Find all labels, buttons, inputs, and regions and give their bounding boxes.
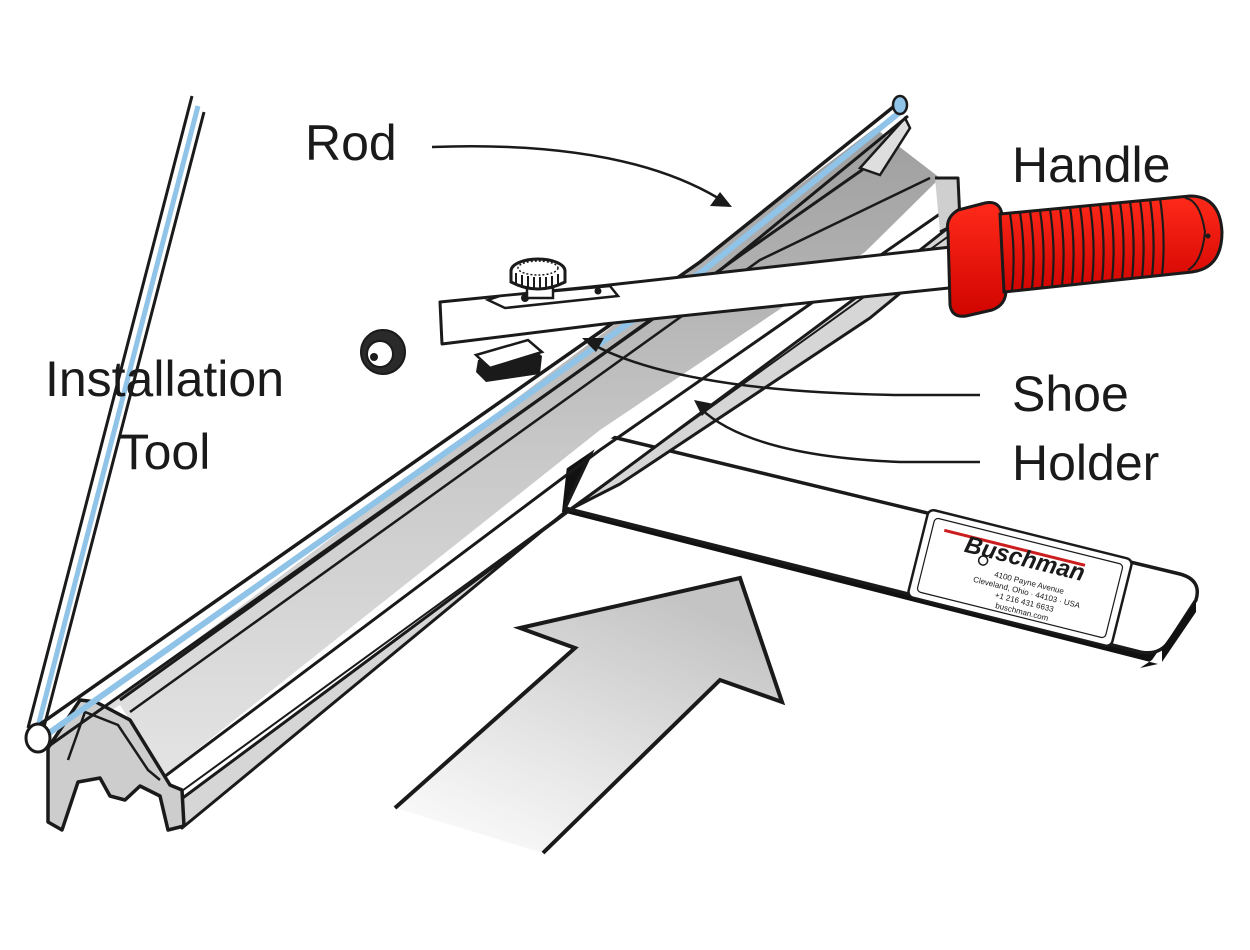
leader-lines: [431, 144, 980, 464]
adjustment-knob: [360, 329, 406, 375]
label-rod: Rod: [305, 115, 397, 171]
label-holder: Holder: [1012, 435, 1160, 491]
leader-arrowheads: [582, 192, 732, 416]
label-shoe: Shoe: [1012, 366, 1129, 422]
buschman-nameplate: Buschman 4100 Payne Avenue Cleveland, Oh…: [907, 508, 1133, 648]
label-installation-tool: Installation Tool: [22, 343, 307, 488]
label-installation-tool-line1: Installation: [44, 351, 285, 407]
label-handle: Handle: [1012, 137, 1171, 193]
push-direction-arrow: [393, 575, 786, 855]
handle: [946, 194, 1224, 318]
shoe: [473, 338, 545, 382]
rod: [26, 95, 206, 751]
label-installation-tool-line2: Tool: [118, 423, 211, 480]
thumb-screw-icon: [509, 257, 567, 300]
